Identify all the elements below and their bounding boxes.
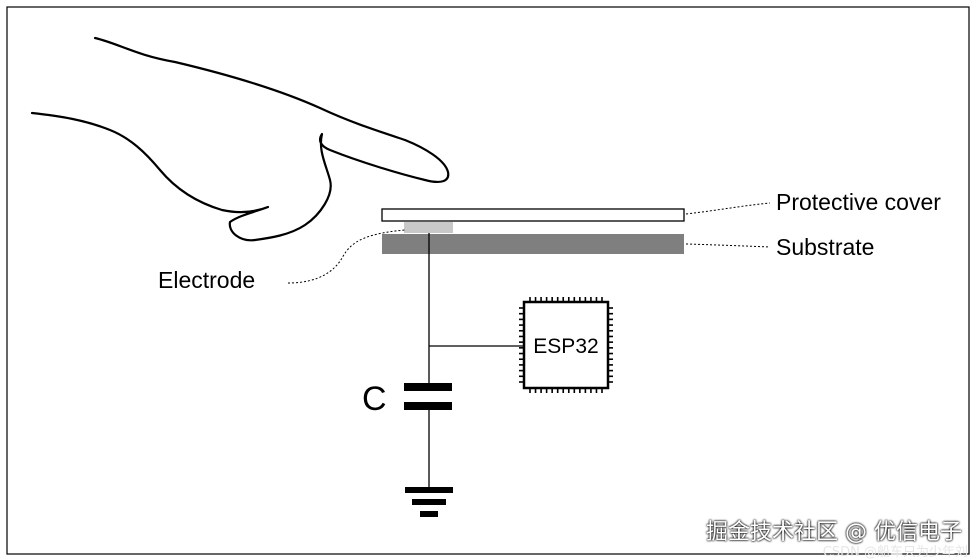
- protective-cover-label: Protective cover: [776, 189, 941, 215]
- substrate-leader-line: [685, 243, 771, 248]
- watermark-sub: CSDN @船车只为少年刘: [822, 545, 968, 560]
- watermark-main: 掘金技术社区 @ 优信电子: [706, 520, 962, 545]
- electrode-leader-line: [287, 229, 406, 284]
- chip-body: [522, 300, 610, 390]
- substrate: [382, 234, 684, 254]
- chip-label: ESP32: [533, 335, 598, 358]
- electrode-label: Electrode: [158, 267, 255, 293]
- finger-pointing-icon: [30, 36, 450, 242]
- diagram-frame: [6, 6, 970, 555]
- capacitor-symbol-icon: [404, 383, 452, 410]
- ic-chip-icon: [519, 297, 613, 393]
- ground-symbol-icon: [405, 487, 453, 517]
- protective-cover: [381, 208, 685, 222]
- substrate-label: Substrate: [776, 234, 874, 260]
- chip-pins: [519, 297, 613, 393]
- cover-leader-line: [685, 202, 771, 215]
- capacitor-label: C: [362, 380, 387, 418]
- electrode: [404, 222, 453, 233]
